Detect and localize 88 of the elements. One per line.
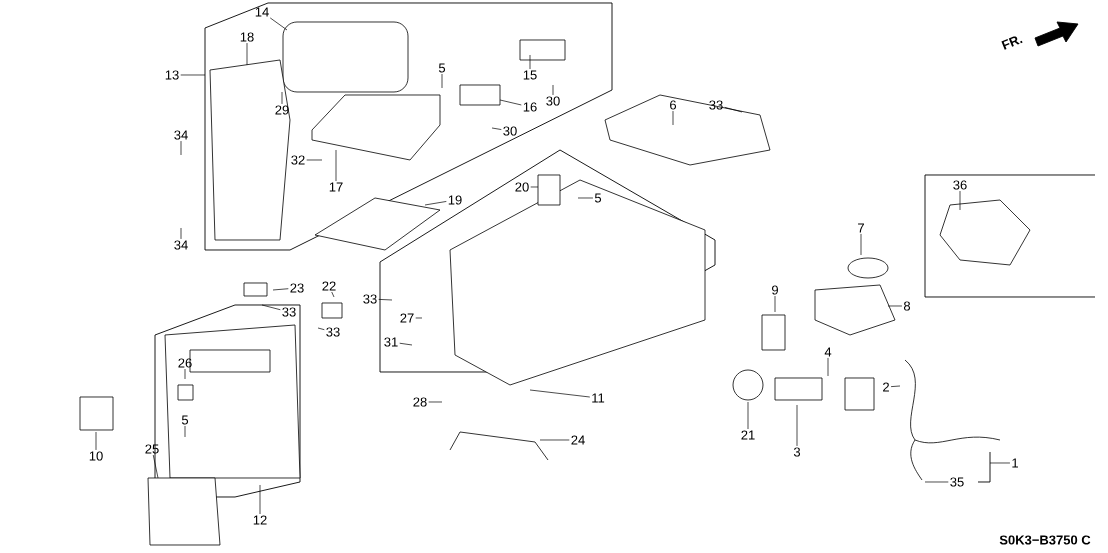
callout-number: 33	[326, 327, 340, 337]
callout-number: 36	[953, 180, 967, 190]
callout-number: 16	[523, 102, 537, 112]
leader-line	[724, 107, 743, 113]
callout-number: 28	[413, 397, 427, 407]
leader-line	[539, 439, 570, 441]
leader-line	[441, 73, 443, 89]
leader-line	[306, 159, 323, 161]
leader-line	[331, 291, 335, 298]
leader-line	[281, 91, 283, 105]
callout-number: 14	[255, 7, 269, 17]
callout-number: 9	[772, 285, 778, 295]
leader-line	[959, 190, 961, 211]
leader-line	[180, 140, 182, 156]
leader-line	[774, 295, 776, 313]
callout-number: 4	[824, 347, 832, 357]
callout-number: 20	[515, 182, 529, 192]
leader-line	[184, 425, 186, 438]
leader-line	[269, 17, 288, 31]
leader-line	[399, 342, 413, 346]
leader-line	[184, 368, 186, 380]
callout-number: 1	[1012, 458, 1018, 468]
callout-number: 35	[950, 477, 964, 487]
leader-line	[530, 186, 539, 188]
leader-line	[335, 149, 337, 182]
leader-line	[499, 99, 522, 106]
leader-line	[246, 42, 248, 66]
leader-line	[491, 127, 502, 130]
callout-number: 6	[670, 100, 677, 110]
leader-line	[796, 404, 798, 447]
callout-number: 10	[89, 451, 103, 461]
callout-number: 22	[322, 281, 336, 291]
leader-line	[424, 201, 447, 206]
leader-line	[428, 401, 443, 403]
leader-line	[180, 227, 182, 240]
callout-number: 12	[253, 515, 267, 525]
callout-number: 11	[592, 393, 605, 403]
leader-line	[860, 233, 862, 256]
callout-number: 17	[329, 182, 343, 192]
callout-number: 30	[546, 96, 560, 106]
leader-line	[261, 304, 281, 311]
leader-line	[887, 305, 903, 307]
callout-number: 5	[181, 415, 189, 425]
leader-line	[672, 110, 674, 126]
leader-line	[152, 454, 159, 479]
callout-number: 33	[363, 294, 377, 304]
leader-line	[747, 401, 749, 430]
callout-number: 7	[858, 223, 864, 233]
callout-number: 29	[275, 105, 289, 115]
callout-number: 21	[741, 430, 755, 440]
callout-number: 34	[174, 240, 188, 250]
callout-number: 33	[709, 100, 723, 110]
callout-number: 27	[400, 313, 414, 323]
callout-number: 19	[448, 195, 462, 205]
direction-label: FR.	[1001, 36, 1023, 50]
leader-line	[529, 389, 591, 398]
callout-number: 31	[384, 337, 398, 347]
leader-line	[827, 357, 829, 377]
leader-line	[989, 462, 1011, 464]
leader-line	[529, 54, 531, 70]
leader-line	[378, 299, 393, 301]
leader-line	[180, 74, 206, 76]
leader-line	[890, 385, 901, 387]
leader-line	[259, 484, 261, 515]
callout-number: 3	[793, 447, 801, 457]
callout-number: 5	[438, 63, 446, 73]
callout-number: 8	[903, 301, 911, 311]
callout-number: 2	[883, 382, 889, 392]
callout-number: 23	[290, 283, 304, 293]
callout-number: 5	[594, 193, 602, 203]
leader-line	[552, 84, 554, 96]
callout-number: 24	[571, 435, 585, 445]
leader-line	[924, 481, 949, 483]
callout-number: 15	[523, 70, 537, 80]
callout-number: 18	[240, 32, 254, 42]
leader-line	[317, 327, 325, 331]
callout-number: 13	[165, 70, 179, 80]
callout-number: 25	[145, 444, 159, 454]
callout-number: 33	[282, 307, 296, 317]
leader-line	[415, 317, 423, 319]
callout-number: 34	[174, 130, 188, 140]
callout-number: 26	[178, 358, 192, 368]
leader-line	[95, 431, 97, 451]
callout-number: 30	[503, 126, 517, 136]
leader-line	[272, 288, 289, 291]
leader-line	[577, 197, 594, 199]
callout-number: 32	[291, 155, 305, 165]
drawing-code: S0K3−B3750 C	[999, 535, 1091, 545]
